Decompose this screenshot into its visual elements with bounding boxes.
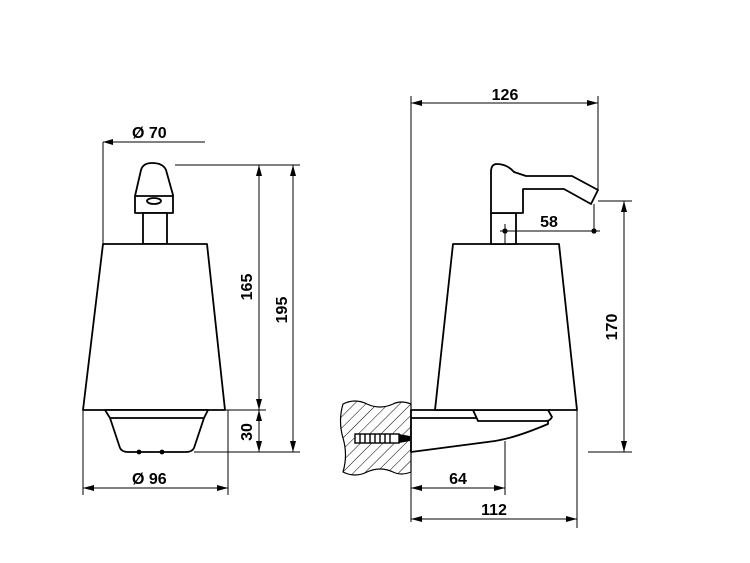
dim-wall-offset: 64: [410, 441, 506, 522]
dim-wall-depth: 112: [411, 410, 578, 528]
front-pump-stem: [142, 212, 168, 245]
wall-anchor: [354, 433, 400, 444]
dim-height-body: 165: [175, 164, 266, 411]
dim-height-body-label: 165: [239, 274, 256, 301]
dim-height-total: 195: [194, 164, 300, 453]
dim-side-height: 170: [588, 200, 632, 453]
front-bottle-body: [82, 243, 226, 411]
side-view: [339, 163, 599, 476]
dim-side-height-label: 170: [604, 314, 621, 341]
dim-base-diameter-label: Ø 96: [132, 471, 167, 488]
dim-top-diameter-label: Ø 70: [132, 125, 167, 142]
dim-side-width: 126: [410, 87, 599, 404]
side-pump-head: [490, 163, 599, 214]
front-nozzle-hole: [146, 197, 162, 205]
anchor-ribs: [359, 434, 391, 443]
dim-top-diameter: Ø 70: [102, 125, 205, 244]
dim-height-total-label: 195: [274, 297, 291, 324]
dim-base-diameter: Ø 96: [82, 410, 229, 495]
dim-spout-offset-label: 58: [540, 214, 558, 231]
dim-wall-depth-label: 112: [481, 502, 507, 519]
dim-spout-offset: 58: [500, 204, 600, 244]
front-base-foot-left: [136, 449, 142, 455]
front-view: [82, 162, 226, 455]
front-pump-head: [134, 162, 174, 214]
dim-base-height: 30: [239, 410, 262, 452]
dim-side-width-label: 126: [492, 87, 519, 104]
screw-head: [399, 434, 410, 443]
side-bottle-body: [434, 243, 578, 411]
front-base: [104, 409, 209, 453]
side-pump-stem: [490, 212, 517, 245]
side-base: [472, 409, 553, 422]
front-base-foot-right: [159, 449, 165, 455]
dim-wall-offset-label: 64: [449, 471, 467, 488]
dim-base-height-label: 30: [239, 423, 256, 441]
